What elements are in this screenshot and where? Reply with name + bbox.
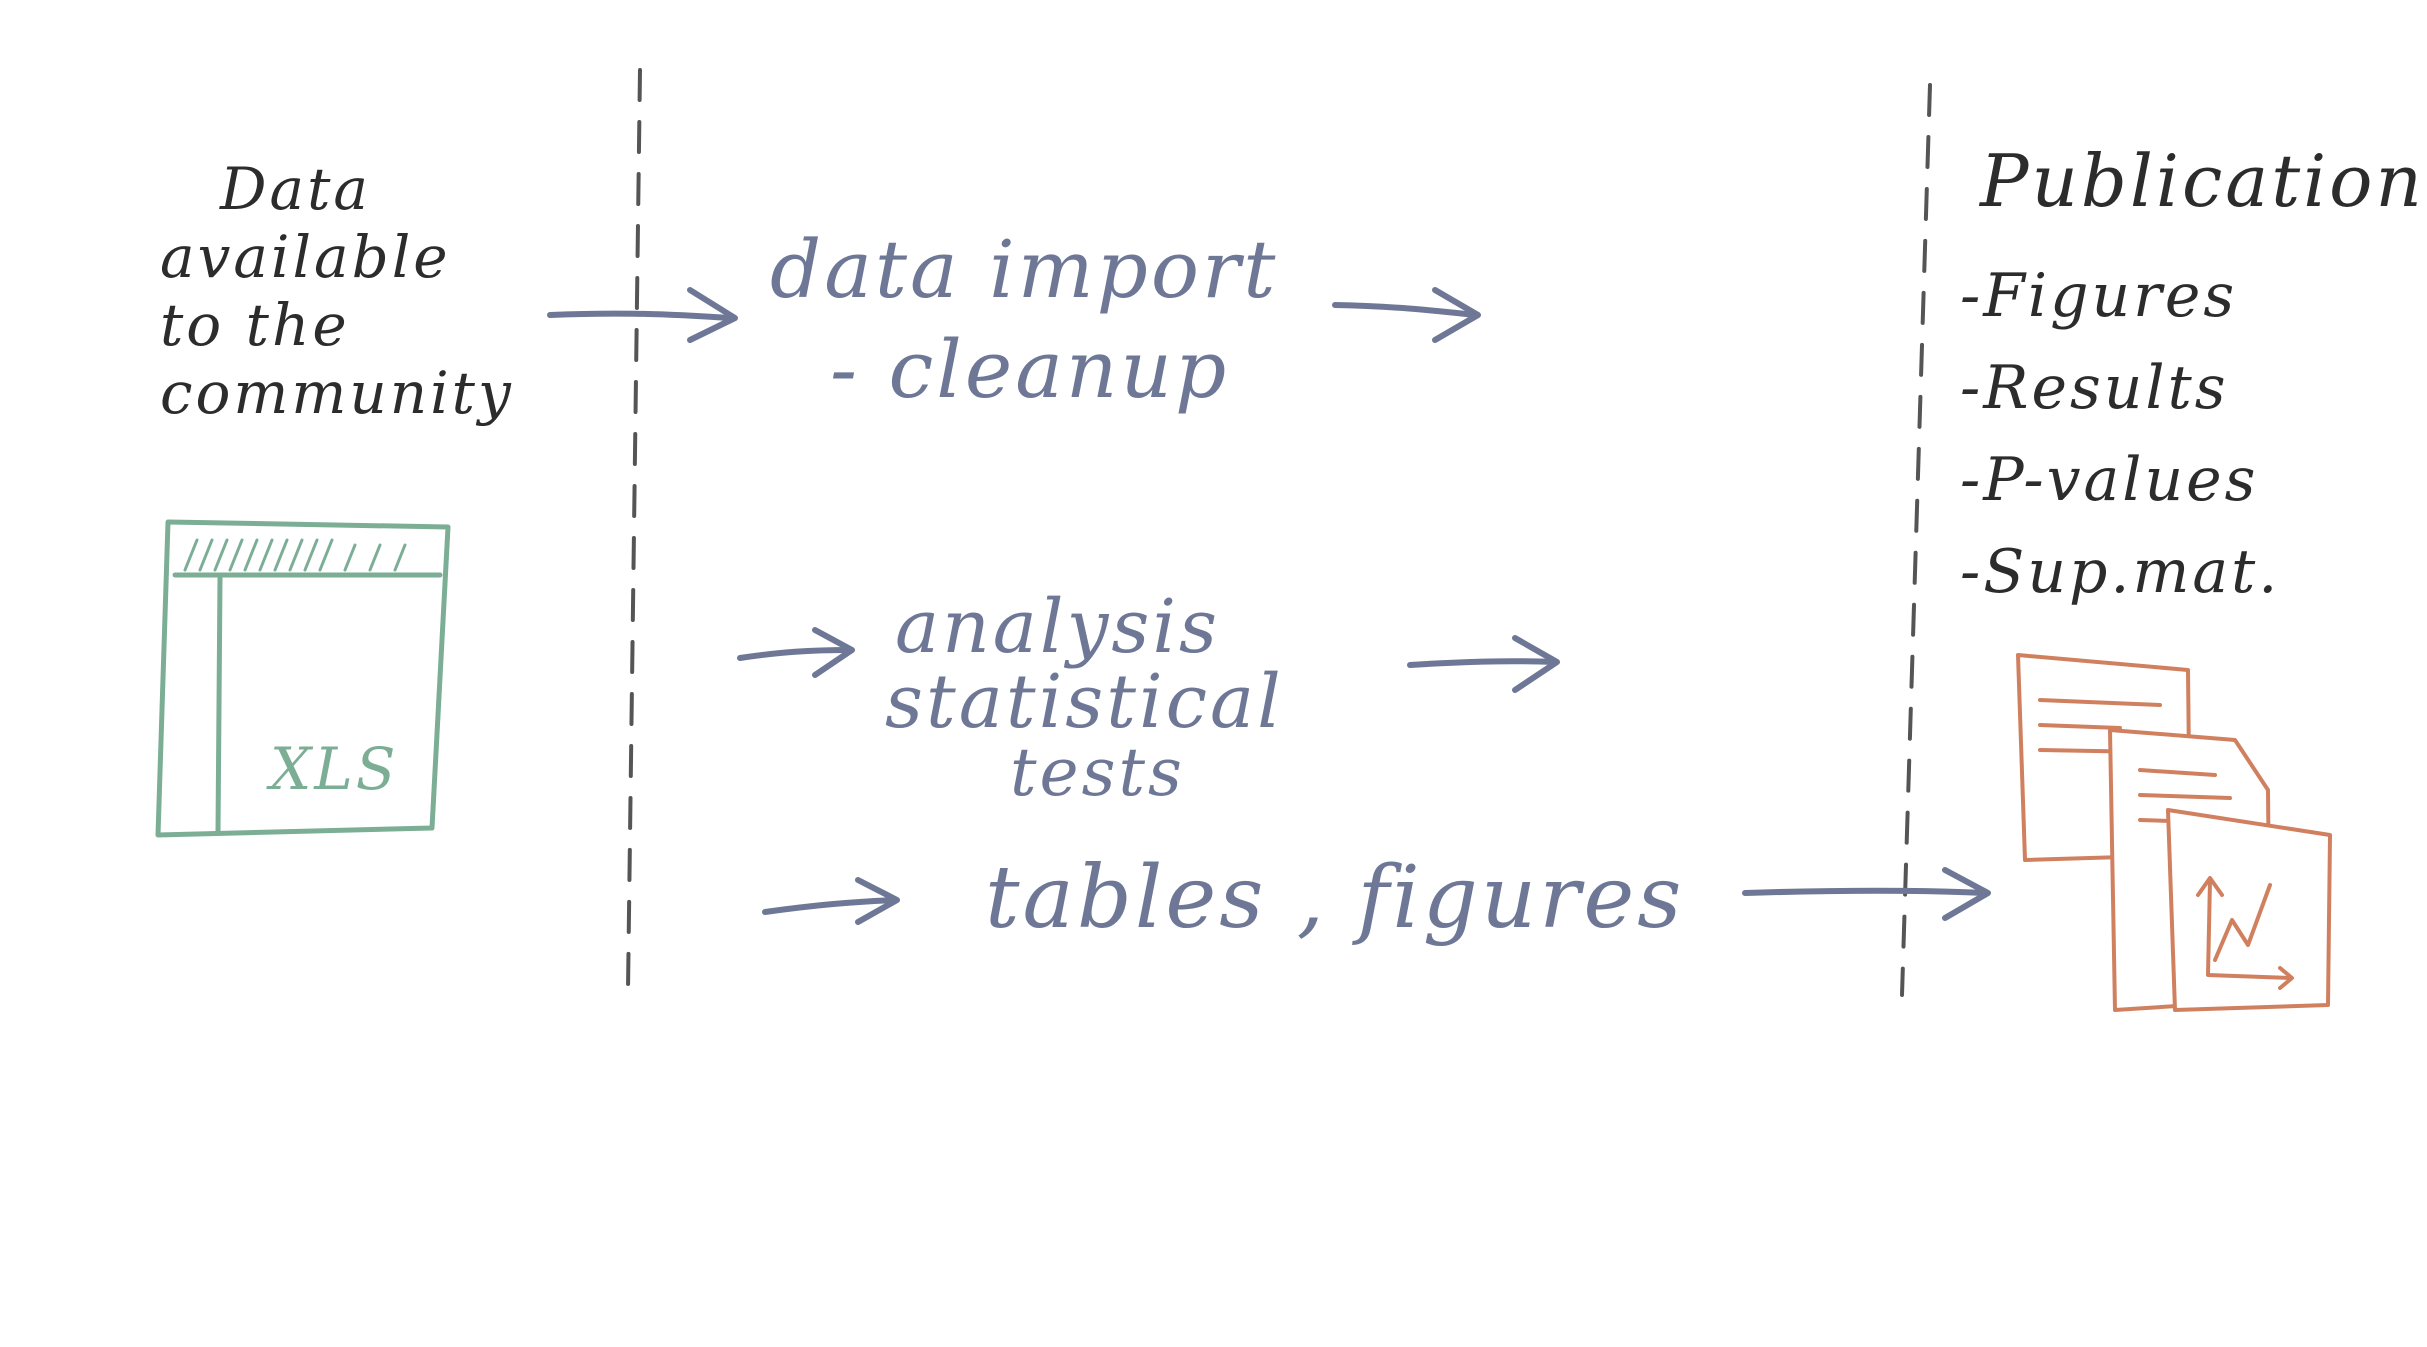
- spreadsheet-icon: [155, 519, 451, 838]
- spreadsheet-label: XLS: [270, 735, 399, 803]
- arrow-source-to-import: [547, 287, 738, 343]
- publication-items: -Figures -Results -P-values -Sup.mat.: [1960, 250, 2280, 618]
- source-line: to the: [160, 291, 350, 359]
- publication-item: -Results: [1960, 353, 2229, 423]
- left-divider: [626, 68, 642, 992]
- source-line: community: [160, 359, 514, 427]
- step-data-import: data import: [770, 223, 1279, 316]
- publication-item: -Sup.mat.: [1960, 537, 2281, 607]
- source-line: Data: [220, 155, 371, 223]
- publication-item: -Figures: [1960, 261, 2238, 331]
- step-analysis: analysis: [895, 584, 1220, 670]
- arrow-into-tables: [762, 877, 900, 925]
- publication-item: -P-values: [1960, 445, 2259, 515]
- step-tests: tests: [1010, 734, 1185, 811]
- arrow-figures-to-publication: [1742, 867, 1991, 921]
- step-statistical: statistical: [885, 659, 1284, 745]
- arrow-import-out: [1332, 287, 1481, 343]
- step-tables-figures: tables , figures: [985, 848, 1685, 948]
- arrow-analysis-out: [1407, 635, 1560, 693]
- right-divider: [1900, 83, 1932, 997]
- source-description: Data available to the community: [160, 155, 514, 427]
- publication-title: Publication: [1980, 139, 2425, 223]
- source-line: available: [160, 223, 451, 291]
- step-cleanup: - cleanup: [830, 323, 1230, 416]
- arrow-into-analysis: [737, 627, 855, 678]
- publication-documents-icon: [2016, 653, 2332, 1012]
